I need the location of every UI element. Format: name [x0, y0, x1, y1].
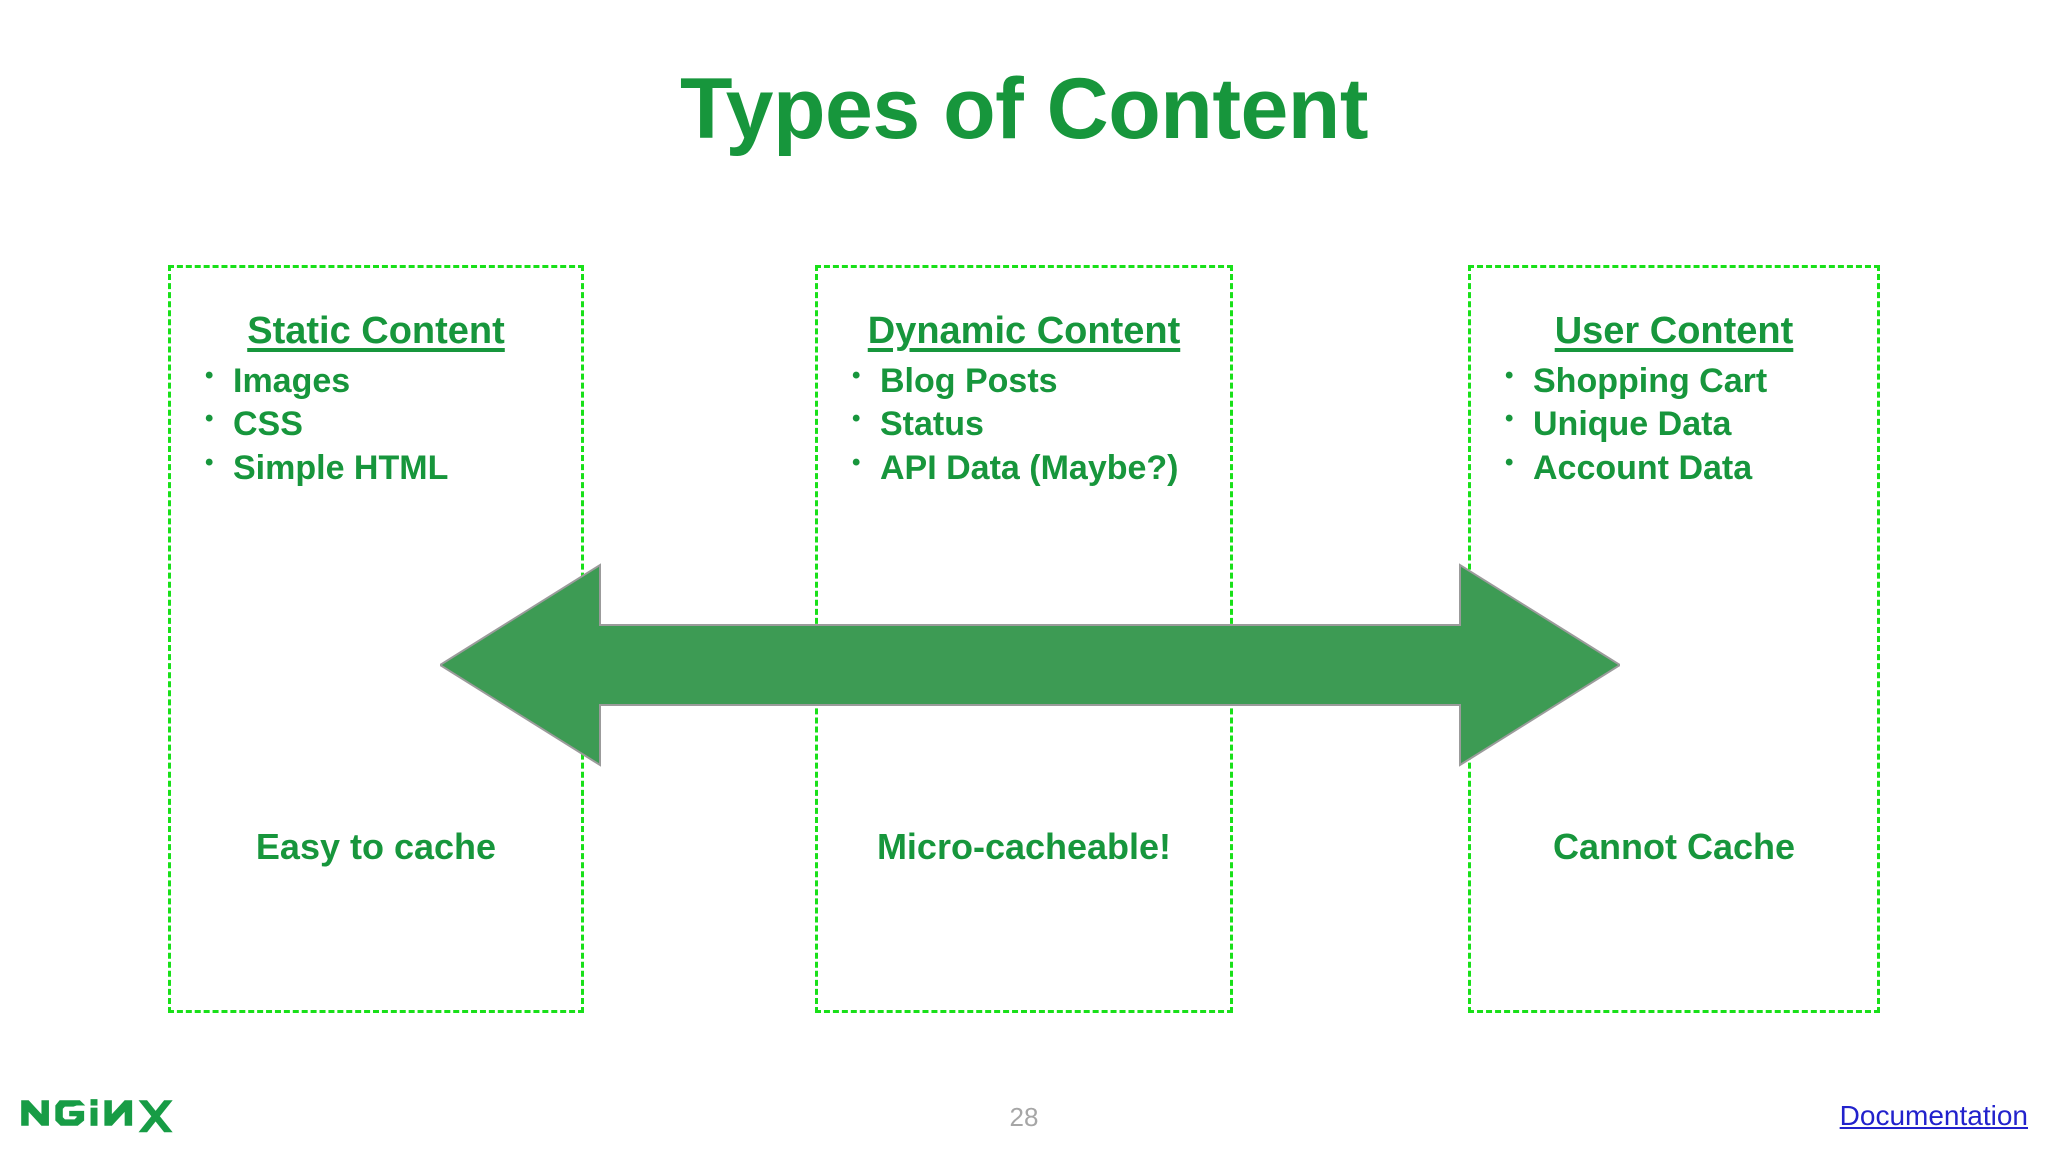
column-heading-static: Static Content: [247, 310, 505, 352]
page-number: 28: [1009, 1102, 1039, 1132]
list-item: API Data (Maybe?): [852, 444, 1230, 491]
bullet-list-dynamic: Blog Posts Status API Data (Maybe?): [818, 357, 1230, 491]
page-title: Types of Content: [680, 61, 1368, 157]
column-footer-dynamic: Micro-cacheable!: [876, 826, 1172, 867]
list-item: Simple HTML: [205, 444, 581, 491]
list-item: Blog Posts: [852, 357, 1230, 404]
content-column-static: Static Content Images CSS Simple HTML Ea…: [168, 265, 584, 1013]
content-column-user: User Content Shopping Cart Unique Data A…: [1468, 265, 1880, 1013]
content-column-dynamic: Dynamic Content Blog Posts Status API Da…: [815, 265, 1233, 1013]
list-item: Unique Data: [1505, 400, 1877, 447]
bullet-list-user: Shopping Cart Unique Data Account Data: [1471, 357, 1877, 491]
list-item: CSS: [205, 400, 581, 447]
column-footer-user: Cannot Cache: [1552, 826, 1796, 867]
documentation-link[interactable]: Documentation: [1839, 1100, 2028, 1131]
column-footer-static: Easy to cache: [255, 826, 497, 867]
list-item: Shopping Cart: [1505, 357, 1877, 404]
nginx-logo: [18, 1093, 178, 1133]
column-heading-dynamic: Dynamic Content: [867, 310, 1181, 352]
list-item: Status: [852, 400, 1230, 447]
column-heading-user: User Content: [1554, 310, 1794, 352]
bullet-list-static: Images CSS Simple HTML: [171, 357, 581, 491]
list-item: Account Data: [1505, 444, 1877, 491]
list-item: Images: [205, 357, 581, 404]
